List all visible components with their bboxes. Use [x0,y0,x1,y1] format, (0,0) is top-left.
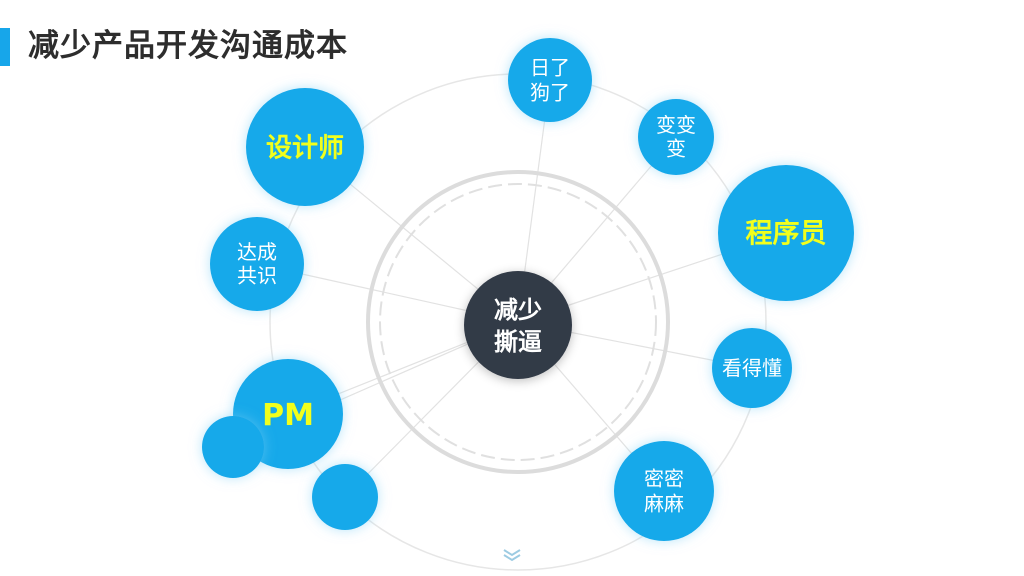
node-shejishi[interactable]: 设计师 [246,88,364,206]
center-node: 减少 撕逼 [464,271,572,379]
node-label-rile-line-2: 狗了 [530,81,570,105]
center-label-line-1: 减少 [494,296,542,324]
inner-ring-dashed [379,183,657,461]
node-circle-kandedong [712,328,792,408]
center-label-line-2: 撕逼 [494,328,542,356]
node-label-bianbian-line-1: 变变 [656,113,696,137]
inner-ring-outer [366,170,670,474]
node-circle-dacheng [210,217,304,311]
node-circle-shejishi [246,88,364,206]
node-blank-bottom[interactable] [312,464,378,530]
node-circle-blank-bottom [312,464,378,530]
node-chengxuyuan[interactable]: 程序员 [718,165,854,301]
node-circle-bianbian [638,99,714,175]
node-label-mimi-line-2: 麻麻 [644,492,684,516]
node-label-dacheng-line-1: 达成 [237,240,277,264]
node-bianbian[interactable]: 变变变 [638,99,714,175]
node-label-pm-line-1: PM [262,398,314,433]
node-circle-rile [508,38,592,122]
node-label-shejishi-line-1: 设计师 [266,133,344,163]
node-label-kandedong-line-1: 看得懂 [722,356,782,380]
node-label-chengxuyuan-line-1: 程序员 [746,218,827,250]
node-label-dacheng-line-2: 共识 [237,264,277,288]
node-circle-blank-left [202,416,264,478]
node-kandedong[interactable]: 看得懂 [712,328,792,408]
node-circle-chengxuyuan [718,165,854,301]
node-blank-left[interactable] [202,416,264,478]
title-accent-bar [0,28,10,66]
slide-title: 减少产品开发沟通成本 [28,28,348,64]
double-chevron-down-icon[interactable] [503,549,521,562]
node-label-rile-line-1: 日了 [530,56,570,80]
node-label-mimi-line-1: 密密 [644,467,684,491]
node-label-bianbian-line-2: 变 [666,137,686,161]
node-circle-mimi [614,441,714,541]
